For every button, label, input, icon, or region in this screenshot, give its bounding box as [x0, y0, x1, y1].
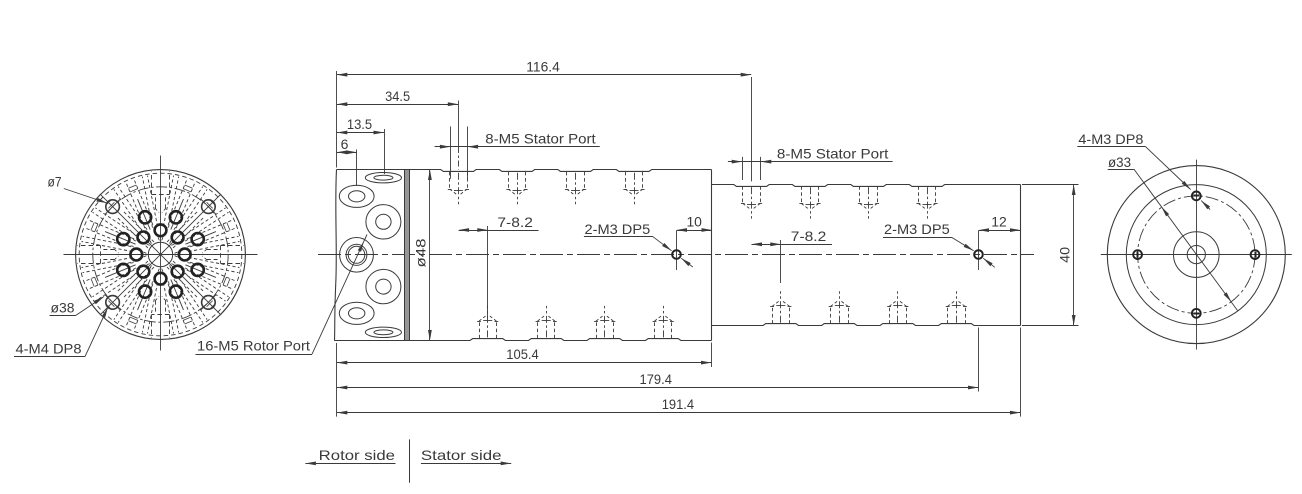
svg-text:4-M3 DP8: 4-M3 DP8 [1078, 131, 1143, 147]
svg-text:2-M3 DP5: 2-M3 DP5 [585, 221, 651, 237]
svg-text:116.4: 116.4 [526, 58, 560, 74]
svg-text:10: 10 [686, 214, 702, 230]
svg-text:8-M5 Stator Port: 8-M5 Stator Port [777, 145, 889, 161]
svg-text:16-M5 Rotor Port: 16-M5 Rotor Port [197, 338, 310, 354]
svg-text:4-M4 DP8: 4-M4 DP8 [16, 341, 82, 357]
svg-text:13.5: 13.5 [347, 116, 372, 132]
svg-text:34.5: 34.5 [385, 88, 410, 104]
svg-text:ø48: ø48 [413, 238, 429, 267]
svg-text:ø7: ø7 [48, 174, 62, 190]
svg-text:105.4: 105.4 [506, 346, 539, 362]
svg-text:191.4: 191.4 [662, 396, 695, 412]
svg-text:8-M5 Stator Port: 8-M5 Stator Port [485, 130, 596, 146]
svg-text:6: 6 [341, 136, 349, 152]
svg-text:2-M3 DP5: 2-M3 DP5 [884, 221, 950, 237]
svg-text:7-8.2: 7-8.2 [497, 214, 533, 230]
svg-text:Rotor side: Rotor side [319, 447, 396, 463]
svg-text:ø38: ø38 [51, 300, 75, 316]
svg-text:12: 12 [991, 214, 1007, 230]
svg-text:7-8.2: 7-8.2 [791, 228, 827, 244]
svg-text:ø33: ø33 [1108, 154, 1131, 170]
svg-text:40: 40 [1057, 247, 1073, 263]
svg-text:179.4: 179.4 [640, 371, 673, 387]
svg-text:Stator side: Stator side [421, 447, 502, 463]
